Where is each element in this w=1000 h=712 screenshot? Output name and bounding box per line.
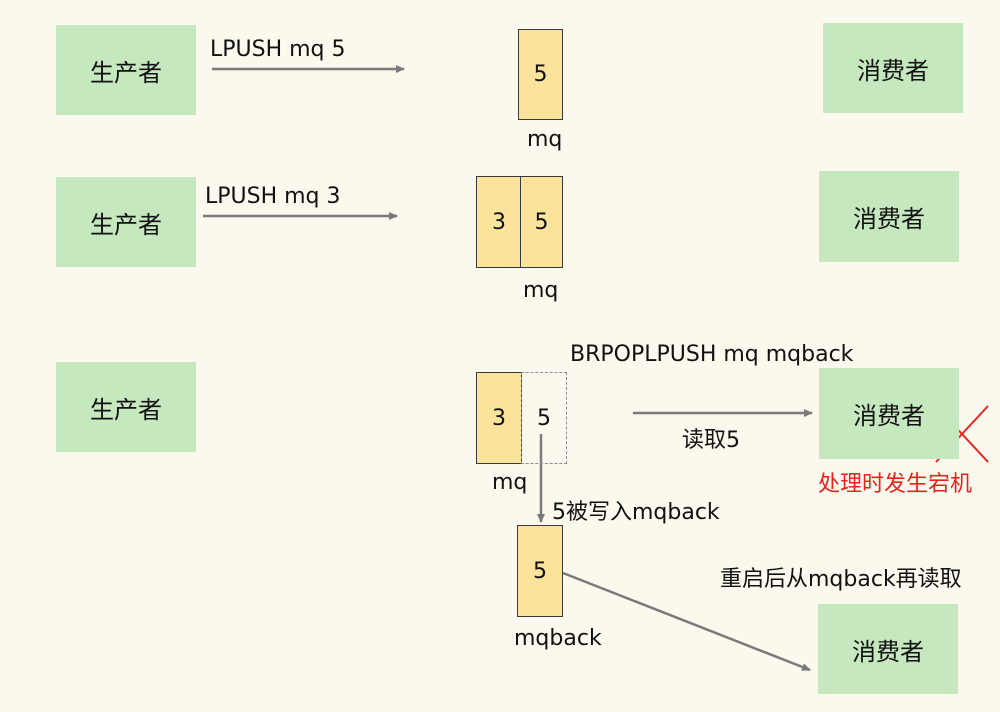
producer-box-2: 生产者 <box>56 177 196 267</box>
reread-label: 重启后从mqback再读取 <box>720 567 962 592</box>
command-label-3: BRPOPLPUSH mq mqback <box>570 342 854 367</box>
producer-box-1: 生产者 <box>56 25 196 115</box>
backup-label: mqback <box>514 626 602 651</box>
command-label-2: LPUSH mq 3 <box>205 184 341 209</box>
queue-cell-3-0: 3 <box>476 372 522 464</box>
consumer-box-4: 消费者 <box>818 604 958 694</box>
backup-cell-0: 5 <box>517 525 563 617</box>
queue-cell-1-0: 5 <box>518 29 563 120</box>
arrow-reread <box>562 571 811 672</box>
command-label-1: LPUSH mq 5 <box>210 37 346 62</box>
queue-cell-2-1: 5 <box>520 176 563 268</box>
queue-label-1: mq <box>527 127 563 152</box>
queue-label-2: mq <box>523 278 559 303</box>
crash-label: 处理时发生宕机 <box>818 472 973 497</box>
consumer-box-3: 消费者 <box>819 368 959 459</box>
queue-label-3: mq <box>492 470 528 495</box>
write-label: 5被写入mqback <box>552 500 720 525</box>
queue-cell-2-0: 3 <box>476 176 522 268</box>
producer-box-3: 生产者 <box>56 362 196 452</box>
queue-cell-3-1-removed: 5 <box>521 372 567 464</box>
consumer-box-1: 消费者 <box>823 23 963 113</box>
read-label: 读取5 <box>682 428 740 453</box>
consumer-box-2: 消费者 <box>819 171 959 262</box>
